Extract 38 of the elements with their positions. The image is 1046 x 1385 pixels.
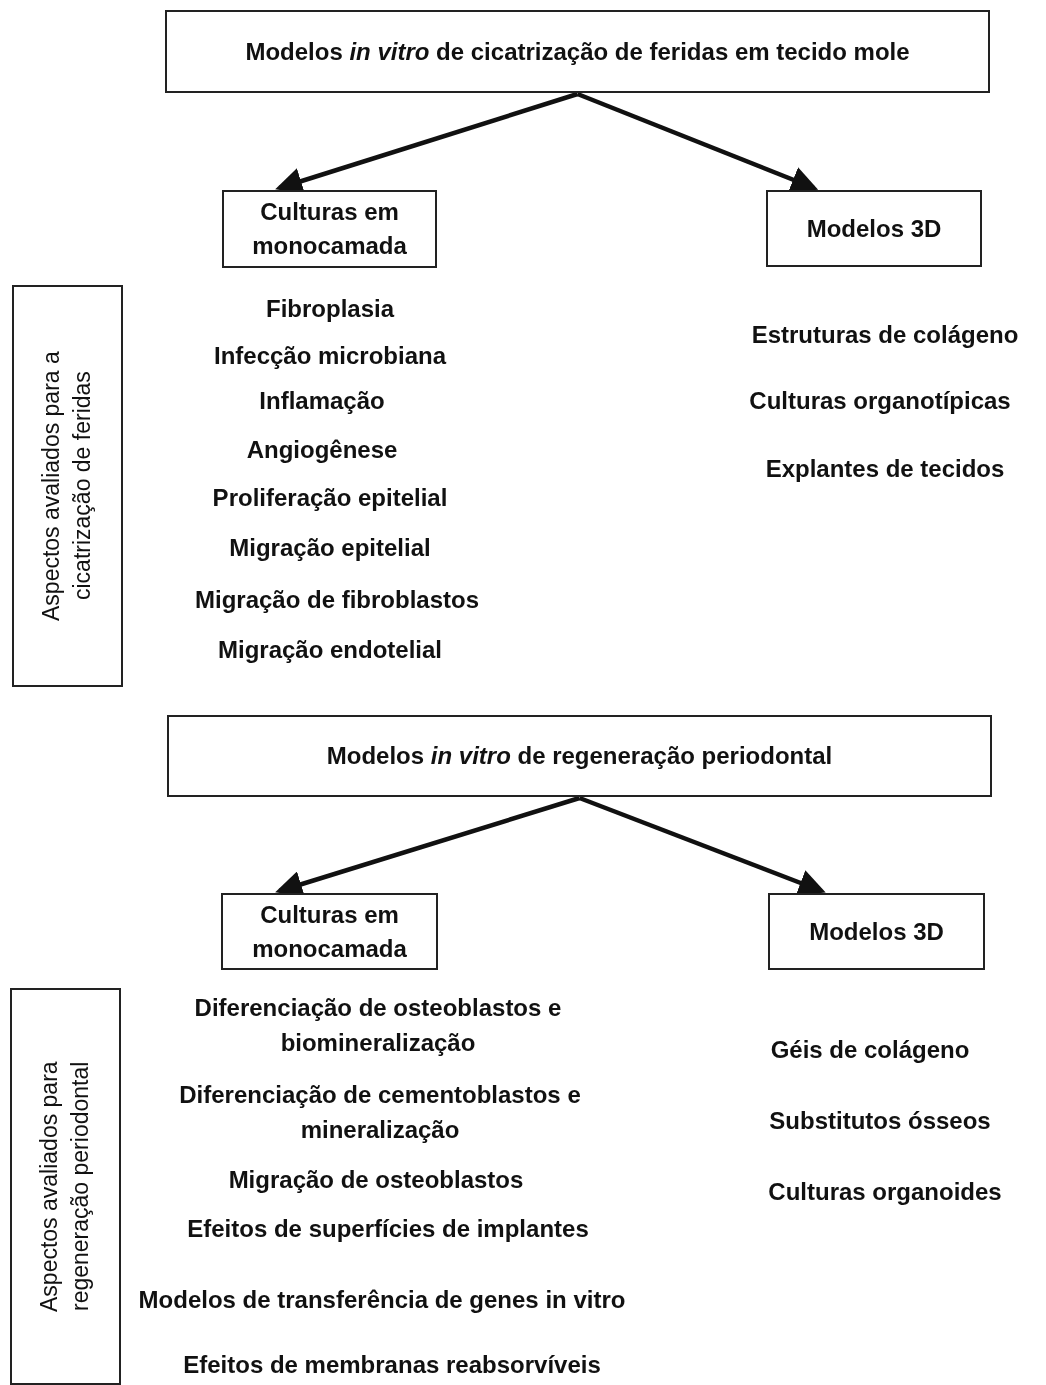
list-item: Efeitos de membranas reabsorvíveis — [183, 1349, 601, 1380]
list-item: Explantes de tecidos — [765, 453, 1005, 484]
list-item: Efeitos de superfícies de implantes — [187, 1213, 589, 1244]
list-item: Migração epitelial — [229, 532, 431, 563]
title-box — [165, 10, 990, 93]
list-item: Migração de fibroblastos — [194, 584, 480, 615]
list-item: Culturas organotípicas — [749, 385, 1011, 416]
box-text: Culturas em monocamada — [251, 197, 408, 261]
list-item: Migração endotelial — [217, 634, 443, 665]
list-item: Proliferação epitelial — [212, 482, 448, 513]
list-item: Estruturas de colágeno — [751, 319, 1019, 350]
list-item: Géis de colágeno — [770, 1034, 970, 1065]
category-box — [222, 190, 437, 268]
arrow — [578, 795, 826, 896]
box-text: Modelos 3D — [809, 916, 944, 947]
category-box — [766, 190, 982, 267]
list-item: Diferenciação de cementoblastos e mineralização — [178, 1080, 582, 1145]
list-item: Diferenciação de osteoblastos e biomineralização — [193, 993, 563, 1058]
box-text: Modelos in vitro de cicatrização de feridas em tecido mole — [245, 36, 910, 67]
arrow — [576, 91, 819, 193]
list-item: Fibroplasia — [266, 293, 394, 324]
side-label-box — [10, 988, 121, 1385]
box-text: Modelos 3D — [806, 213, 942, 244]
box-text: Culturas em monocamada — [251, 899, 408, 964]
category-box — [221, 893, 438, 970]
title-box — [167, 715, 992, 797]
list-item: Infecção microbiana — [213, 340, 447, 371]
list-item: Angiogênese — [246, 434, 398, 465]
list-item: Modelos de transferência de genes in vitro — [137, 1284, 627, 1315]
list-item: Substitutos ósseos — [769, 1105, 991, 1136]
box-text: Modelos in vitro de regeneração periodontal — [326, 741, 833, 772]
box-text: Aspectos avaliados para regeneração periodontal — [35, 1060, 95, 1314]
list-item: Migração de osteoblastos — [228, 1164, 524, 1195]
category-box — [768, 893, 985, 970]
side-label-box — [12, 285, 123, 687]
box-text: Aspectos avaliados para a cicatrização de feridas — [37, 350, 97, 623]
list-item: Inflamação — [259, 385, 385, 416]
list-item: Culturas organoides — [768, 1176, 1002, 1207]
